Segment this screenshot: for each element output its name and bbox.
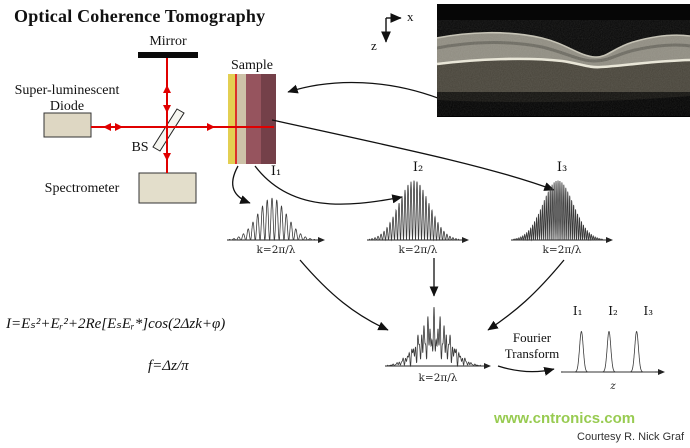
ft-peak-label-2: I₂ xyxy=(608,304,618,318)
spectrum-plot-combined xyxy=(385,307,491,369)
coordinate-axes xyxy=(381,13,402,43)
arrow-image-to-sample xyxy=(287,81,449,103)
arrow-i1-to-sum xyxy=(299,259,389,331)
arrow-sum-to-ft xyxy=(497,365,555,376)
beam-arrow-down1-icon xyxy=(163,105,171,113)
arrow-sample-to-i3 xyxy=(271,119,555,191)
beam-arrow-right-icon xyxy=(115,123,123,131)
mirror-label: Mirror xyxy=(149,34,187,49)
sample-layer-3 xyxy=(246,74,261,164)
sample-layer-2 xyxy=(235,74,246,164)
laser-beams xyxy=(91,58,274,173)
arrow-sample-to-i1 xyxy=(232,165,251,204)
sample-shape xyxy=(228,74,276,164)
beamsplitter-shape xyxy=(152,108,185,152)
arrow-sample-to-i2 xyxy=(254,165,403,205)
spectrum-plot-i3 xyxy=(511,180,613,243)
ft-peak-label-3: I₃ xyxy=(643,304,654,318)
diode-label: Super-luminescent Diode xyxy=(14,83,120,115)
watermark: www.cntronics.com xyxy=(494,410,636,427)
spectrum-plot-i1 xyxy=(227,197,325,243)
fourier-transform-label: Fourier Transform xyxy=(504,330,560,362)
plot-i2-axis-label: k=2π/λ xyxy=(398,244,438,256)
plot-combined-axis-label: k=2π/λ xyxy=(418,372,458,384)
plot-i3-axis-label: k=2π/λ xyxy=(542,244,582,256)
spectrometer-label: Spectrometer xyxy=(44,181,120,196)
spectrometer-shape xyxy=(138,172,197,204)
sample-layer-4 xyxy=(261,74,276,164)
plot-i1-axis-label: k=2π/λ xyxy=(256,244,296,256)
plot-i2-label: I₂ xyxy=(412,160,424,175)
sample-label: Sample xyxy=(231,58,273,73)
arrow-i3-to-sum xyxy=(487,259,565,331)
interference-equation: I=Eₛ²+Eᵣ²+2Re[EₛEᵣ*]cos(2Δzk+φ) xyxy=(6,316,226,332)
beam-arrow-sample-icon xyxy=(207,123,215,131)
ft-peak-label-1: I₁ xyxy=(572,304,583,318)
oct-bscan-image xyxy=(437,4,690,117)
x-axis-label: x xyxy=(407,9,414,24)
beam-arrow-left-icon xyxy=(103,123,111,131)
diode-shape xyxy=(43,112,92,138)
z-axis-label: z xyxy=(371,38,377,53)
beamsplitter-label: BS xyxy=(131,140,149,155)
page-title: Optical Coherence Tomography xyxy=(14,6,266,26)
spectrum-plot-i2 xyxy=(367,180,469,243)
flow-arrows xyxy=(232,81,565,376)
beam-arrow-down2-icon xyxy=(163,153,171,161)
mirror-shape xyxy=(138,52,198,58)
sample-layer-1 xyxy=(228,74,235,164)
plot-i1-label: I₁ xyxy=(270,164,282,179)
ft-peak-labels: I₁ I₂ I₃ xyxy=(560,304,666,318)
frequency-equation: f=Δz/π xyxy=(148,358,189,374)
depth-profile-plot xyxy=(561,330,665,375)
plot-i3-label: I₃ xyxy=(556,160,568,175)
credit-text: Courtesy R. Nick Graf xyxy=(577,431,684,443)
ft-axis-label: z xyxy=(610,380,616,392)
beam-arrow-up-icon xyxy=(163,85,171,93)
